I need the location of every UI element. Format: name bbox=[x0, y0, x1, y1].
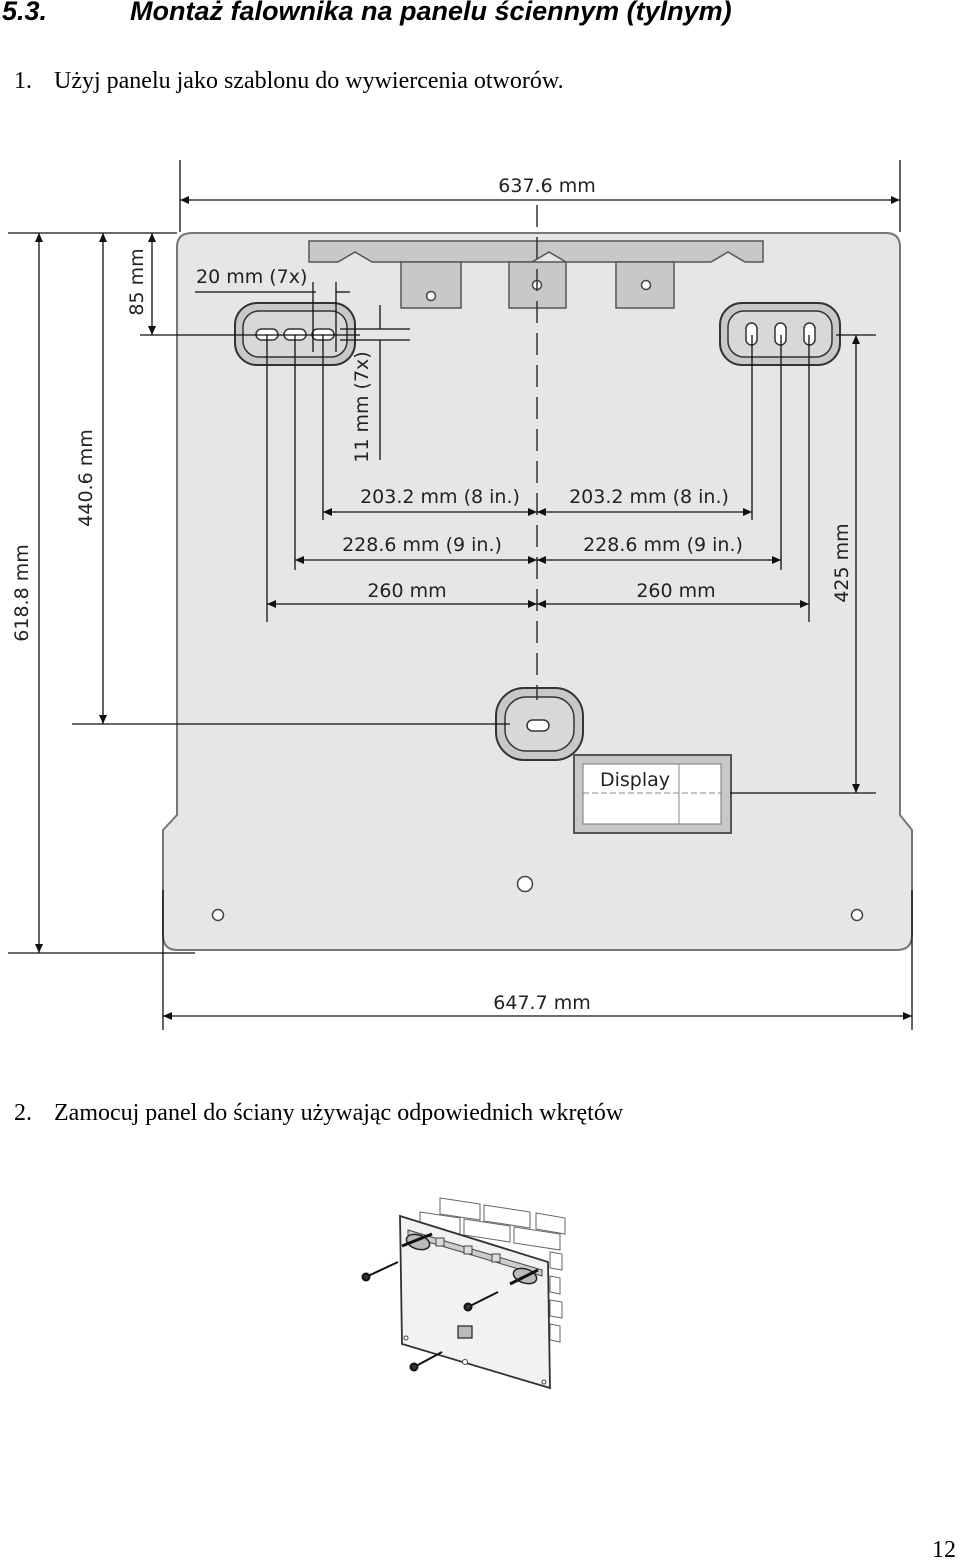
dim-slot-height: 11 mm (7x) bbox=[351, 351, 373, 462]
dim-height-total: 618.8 mm bbox=[11, 544, 33, 641]
step-2: 2. Zamocuj panel do ściany używając odpow… bbox=[14, 1100, 623, 1127]
dim-width-bottom: 647.7 mm bbox=[493, 992, 590, 1014]
dim-right-260: 260 mm bbox=[636, 580, 715, 602]
mounting-panel bbox=[399, 1214, 551, 1390]
dim-right-height: 425 mm bbox=[831, 523, 853, 602]
wall-mount-illustration bbox=[361, 1197, 566, 1390]
section-title: 5.3. Montaż falownika na panelu ściennym … bbox=[2, 0, 732, 27]
dim-right-228: 228.6 mm (9 in.) bbox=[583, 534, 743, 556]
dim-height-top: 85 mm bbox=[126, 248, 148, 315]
dim-slot-width: 20 mm (7x) bbox=[196, 266, 307, 288]
dim-width-top: 637.6 mm bbox=[498, 175, 595, 197]
display-label: Display bbox=[600, 769, 670, 791]
step-number: 1. bbox=[14, 68, 32, 94]
step-text: Zamocuj panel do ściany używając odpowie… bbox=[54, 1100, 624, 1126]
section-number: 5.3. bbox=[2, 0, 48, 26]
screws bbox=[361, 1232, 539, 1372]
mounting-template-drawing: Display bbox=[8, 160, 913, 1030]
page-number: 12 bbox=[932, 1537, 956, 1563]
section-title-text: Montaż falownika na panelu ściennym (tyl… bbox=[130, 0, 732, 26]
dim-height-center: 440.6 mm bbox=[75, 429, 97, 526]
dim-left-203: 203.2 mm (8 in.) bbox=[360, 486, 520, 508]
dim-left-260: 260 mm bbox=[367, 580, 446, 602]
dim-left-228: 228.6 mm (9 in.) bbox=[342, 534, 502, 556]
brick-wall bbox=[419, 1197, 566, 1343]
top-bracket bbox=[308, 240, 764, 263]
dim-right-203: 203.2 mm (8 in.) bbox=[569, 486, 729, 508]
step-1: 1. Użyj panelu jako szablonu do wywiercen… bbox=[14, 68, 564, 95]
step-text: Użyj panelu jako szablonu do wywiercenia… bbox=[54, 68, 564, 94]
step-number: 2. bbox=[14, 1100, 32, 1126]
